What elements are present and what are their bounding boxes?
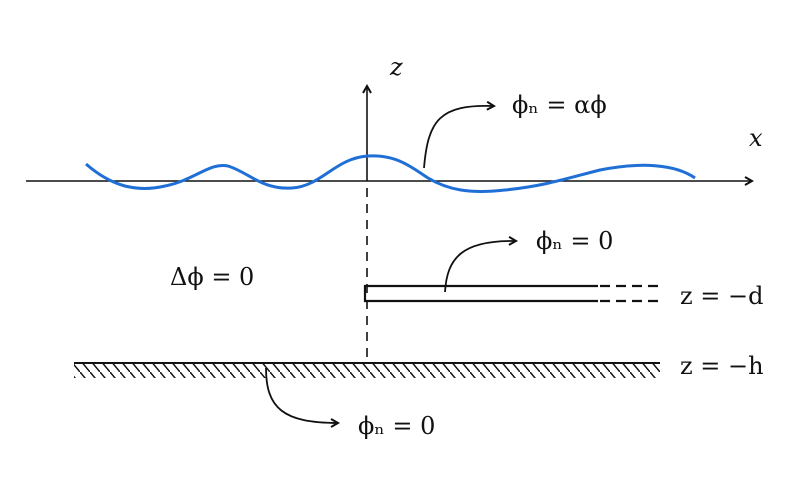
free-surface-wave — [85, 154, 696, 193]
surface-bc-arrow — [423, 106, 494, 169]
sea-bottom-label: z = −h — [680, 352, 764, 380]
x-axis-label: x — [749, 124, 763, 152]
z-axis-label: z — [389, 53, 403, 81]
plate-depth-label: z = −d — [680, 282, 763, 310]
surface-bc-label: ϕₙ = αϕ — [512, 91, 607, 119]
bottom-bc-label: ϕₙ = 0 — [358, 412, 435, 440]
sea-bottom-hatching — [74, 364, 660, 378]
plate-bc-label: ϕₙ = 0 — [536, 227, 613, 255]
plate-bc-arrow — [444, 241, 516, 293]
plate — [363, 284, 598, 303]
bottom-bc-arrow — [265, 367, 338, 423]
laplace-label: Δϕ = 0 — [170, 263, 254, 291]
